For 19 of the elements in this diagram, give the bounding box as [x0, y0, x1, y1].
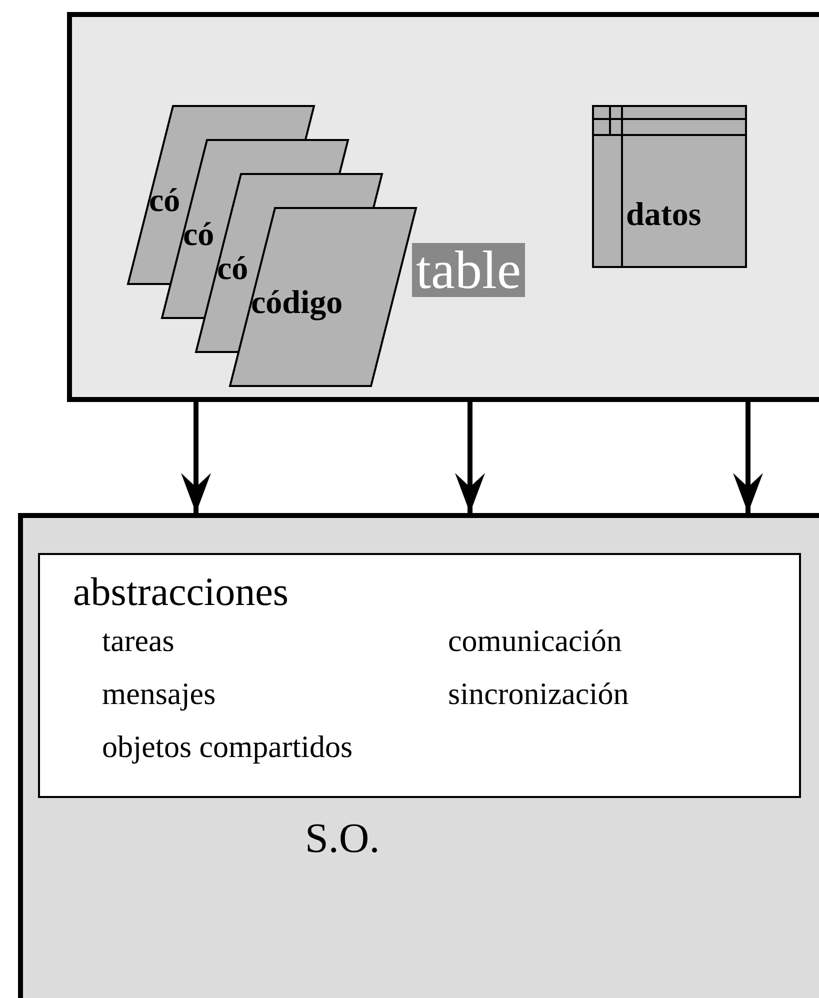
- page-label: código: [251, 287, 343, 320]
- heading: abstracciones: [73, 572, 288, 612]
- system-label: S.O.: [305, 818, 380, 860]
- panel: [67, 12, 819, 402]
- arrow: [733, 402, 763, 513]
- list-item: tareas: [102, 625, 174, 656]
- page-label: có: [217, 253, 248, 286]
- list-box: [38, 553, 801, 798]
- list-item: mensajes: [102, 678, 216, 709]
- page-label: có: [183, 219, 214, 252]
- table-label: datos: [626, 199, 702, 232]
- overlay-label: table: [412, 243, 525, 297]
- page-label: có: [149, 185, 180, 218]
- arrow: [181, 402, 211, 513]
- list-item: comunicación: [448, 625, 622, 656]
- list-item: objetos compartidos: [102, 731, 353, 762]
- arrow: [455, 402, 485, 513]
- panel: [18, 513, 819, 998]
- list-item: sincronización: [448, 678, 629, 709]
